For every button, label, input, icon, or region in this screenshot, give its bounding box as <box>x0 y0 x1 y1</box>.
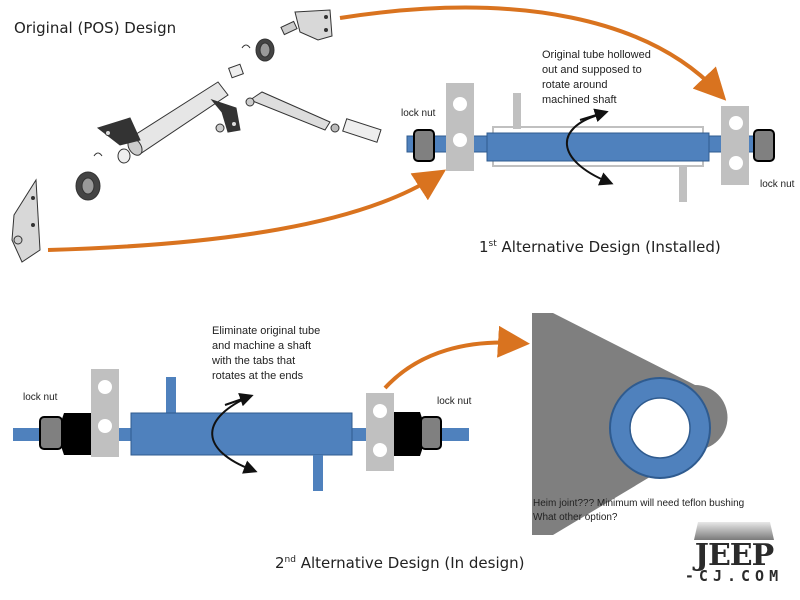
tab-top <box>166 377 176 415</box>
title-ordinal: st <box>488 239 497 249</box>
note-line: machined shaft <box>542 94 617 106</box>
title-number: 1 <box>479 238 489 256</box>
tab-bottom <box>679 166 687 202</box>
bottom-bracket <box>11 178 41 263</box>
lever-arm-left <box>96 117 141 146</box>
second-alt-assembly <box>13 369 469 491</box>
bearing-left <box>62 413 91 455</box>
lock-nut-left <box>39 416 63 450</box>
tab-top <box>513 93 521 129</box>
second-alt-note: Eliminate original tube and machine a sh… <box>212 324 320 384</box>
note-line: rotates at the ends <box>212 370 304 382</box>
tie-rod <box>248 91 331 131</box>
logo-word: JEEP <box>694 538 775 573</box>
first-alt-title: 1st Alternative Design (Installed) <box>479 238 721 256</box>
note-line: Original tube hollowed <box>542 49 651 61</box>
note-line: Eliminate original tube <box>212 325 321 337</box>
lock-nut-right <box>420 416 442 450</box>
arrow-tab-to-detail <box>383 325 530 390</box>
lock-nut-label-right-2: lock nut <box>437 396 472 407</box>
original-design-title: Original (POS) Design <box>14 19 177 37</box>
title-text: Alternative Design (Installed) <box>496 238 721 256</box>
top-bracket <box>294 9 333 41</box>
note-line: with the tabs that <box>212 355 296 367</box>
bushing-hole <box>629 397 691 459</box>
rotation-arrow <box>211 397 258 474</box>
note-line: rotate around <box>542 79 608 91</box>
original-pos-sketch <box>11 9 382 263</box>
first-alt-note: Original tube hollowed out and supposed … <box>542 48 651 108</box>
arrow-top-bracket-to-right-tab <box>339 5 727 101</box>
tab-bottom <box>313 455 323 491</box>
note-line: Heim joint??? Minimum will need teflon b… <box>533 498 745 509</box>
note-line: and machine a shaft <box>212 340 312 352</box>
note-line: What other option? <box>533 512 618 523</box>
second-alt-title: 2nd Alternative Design (In design) <box>275 554 525 572</box>
lock-nut-label-left: lock nut <box>401 108 436 119</box>
note-line: out and supposed to <box>542 64 642 76</box>
rotation-arrow <box>566 114 614 186</box>
tube <box>486 132 710 162</box>
body <box>130 412 353 456</box>
logo-top-bar <box>694 522 774 540</box>
detail-note: Heim joint??? Minimum will need teflon b… <box>533 497 744 525</box>
logo-sub: -CJ.COM <box>684 567 784 585</box>
lock-nut-right <box>753 129 775 162</box>
title-ordinal: nd <box>284 555 296 565</box>
bearing-right <box>394 412 422 456</box>
tab-left <box>446 83 474 171</box>
lock-nut-label-left-2: lock nut <box>23 392 58 403</box>
title-number: 2 <box>275 554 285 572</box>
lock-nut-left <box>413 129 435 162</box>
first-alt-assembly <box>406 83 775 202</box>
lock-nut-label-right: lock nut <box>760 179 795 190</box>
main-tube <box>129 81 229 155</box>
arrow-bottom-bracket-to-left-tab <box>47 169 447 252</box>
heim-joint-detail <box>532 313 728 535</box>
title-text: Alternative Design (In design) <box>295 554 525 572</box>
jeep-cj-logo: JEEP -CJ.COM <box>682 538 786 585</box>
